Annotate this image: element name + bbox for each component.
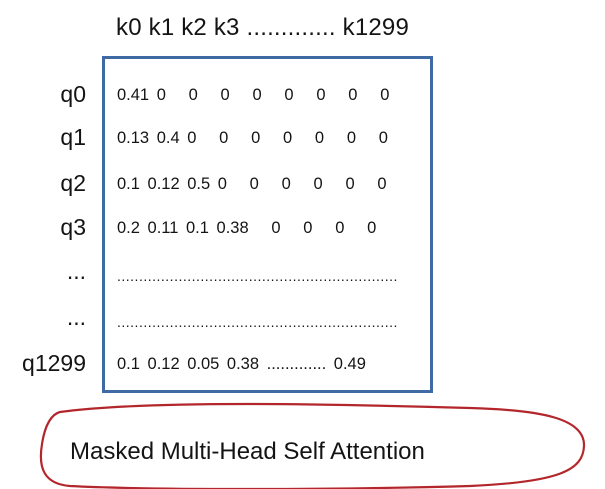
query-label-q3: q3	[60, 214, 86, 240]
query-label-q2: q2	[60, 170, 86, 196]
query-label-ellipsis-1: ...	[66, 258, 86, 284]
key-column-header: k0 k1 k2 k3 ............. k1299	[116, 14, 410, 41]
matrix-row-q2: 0.1 0.12 0.5 0 0 0 0 0 0	[117, 175, 387, 193]
attention-matrix-box	[102, 56, 433, 393]
caption-text: Masked Multi-Head Self Attention	[70, 438, 425, 465]
matrix-row-q1: 0.13 0.4 0 0 0 0 0 0 0	[117, 129, 388, 147]
query-label-q0: q0	[60, 81, 86, 107]
query-label-q1: q1	[60, 124, 86, 150]
matrix-row-q0: 0.41 0 0 0 0 0 0 0 0	[117, 86, 390, 104]
matrix-row-q1299: 0.1 0.12 0.05 0.38 ............. 0.49	[117, 355, 366, 373]
query-label-q1299: q1299	[22, 350, 86, 376]
matrix-row-ellipsis-1: ........................................…	[117, 268, 398, 284]
query-label-ellipsis-2: ...	[66, 304, 86, 330]
matrix-row-q3: 0.2 0.11 0.1 0.38 0 0 0 0	[117, 219, 377, 237]
matrix-row-ellipsis-2: ........................................…	[117, 314, 398, 330]
